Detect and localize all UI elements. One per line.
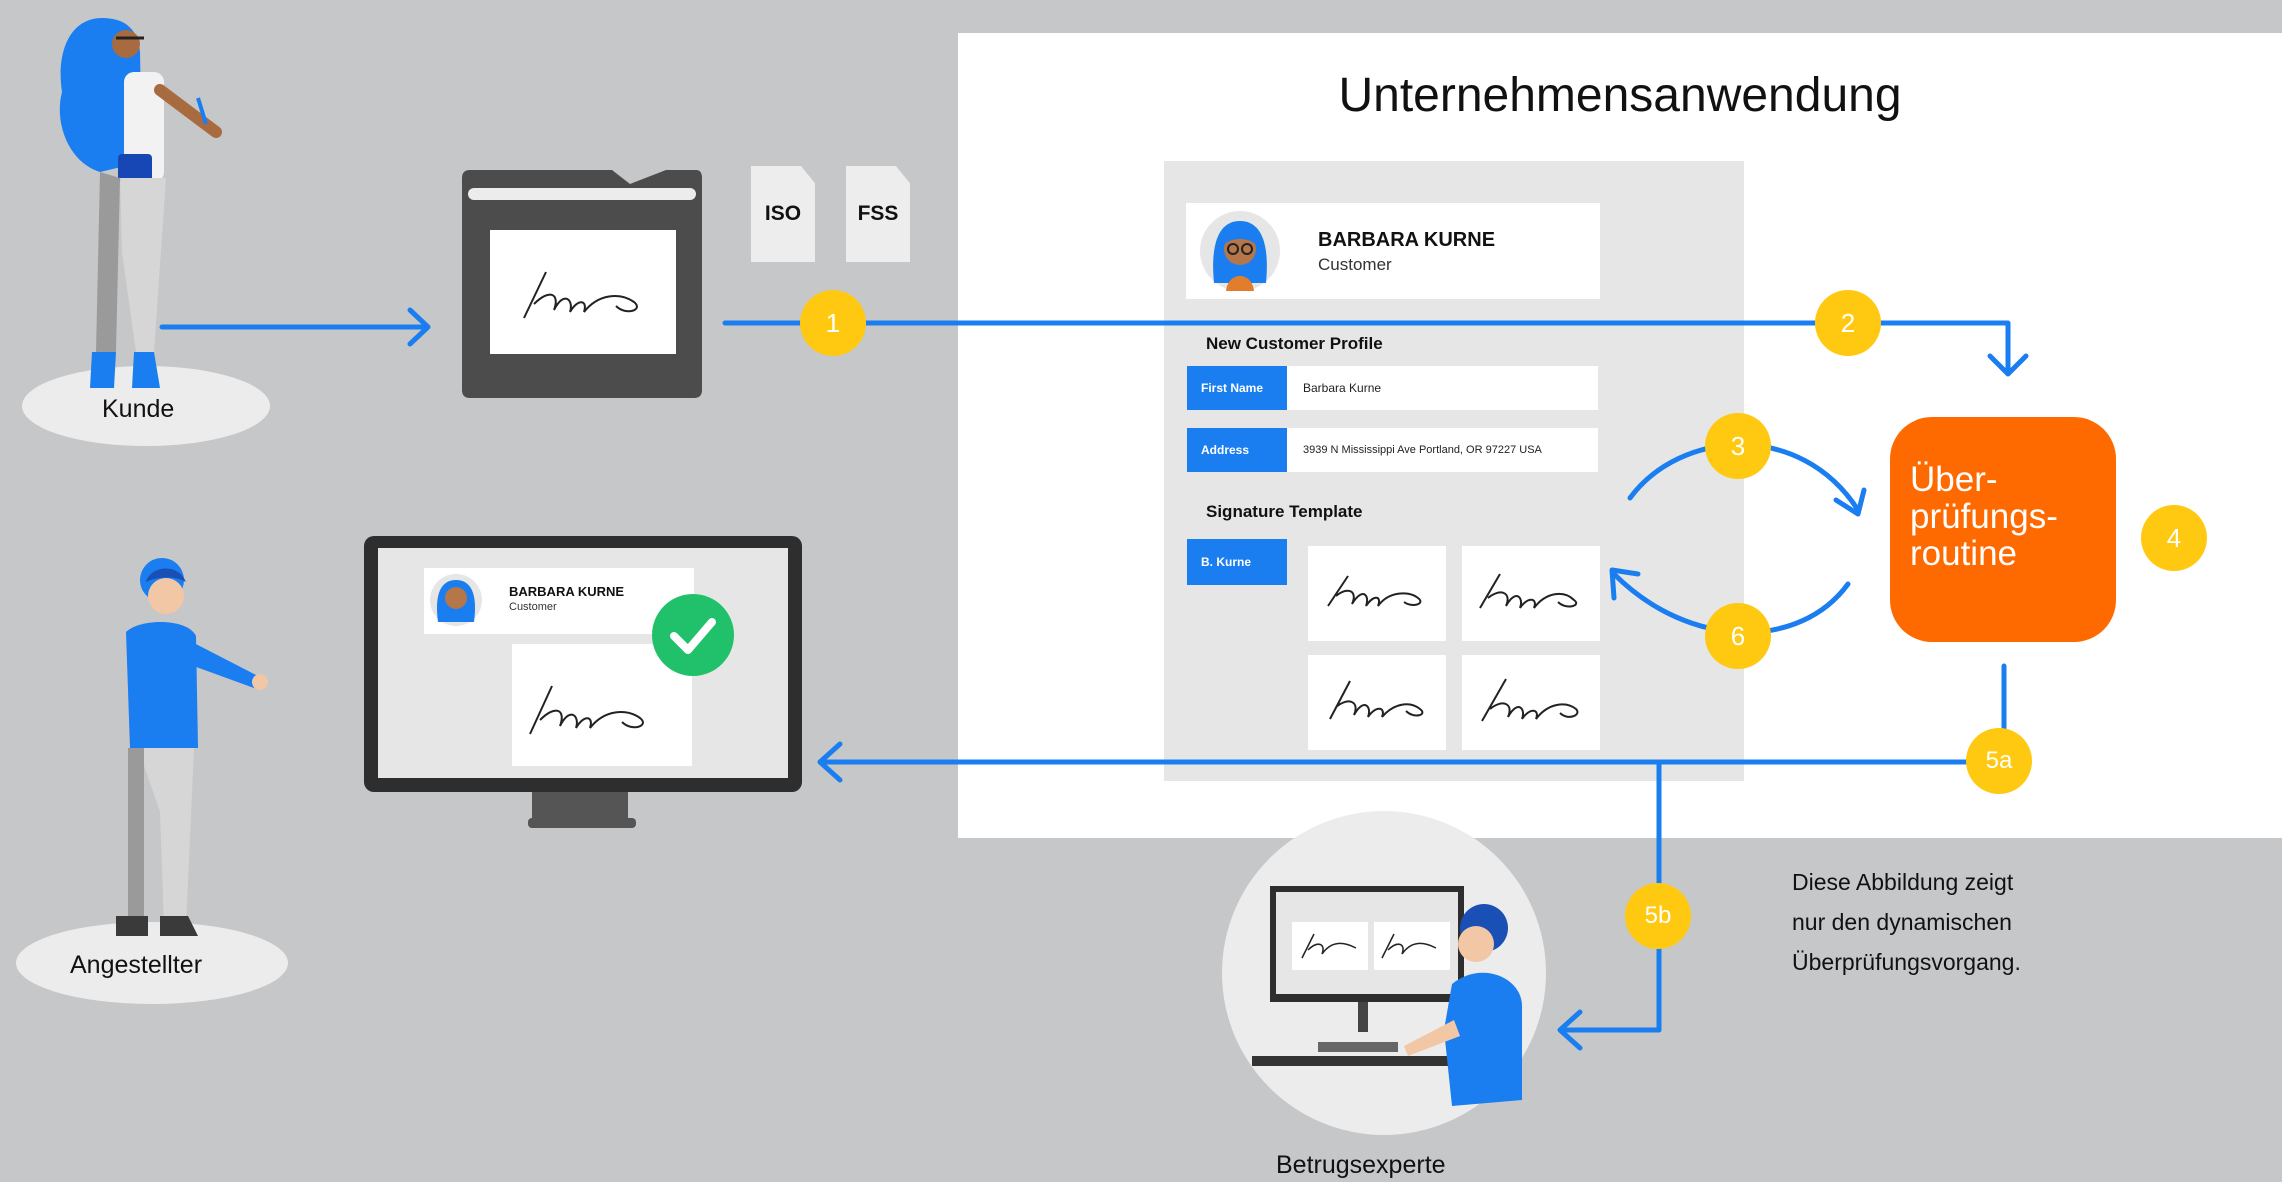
- employee-label: Angestellter: [70, 951, 203, 979]
- step-badge-1: 1: [800, 290, 866, 356]
- expert-label: Betrugsexperte: [1276, 1151, 1446, 1179]
- document-icon-iso: ISO: [751, 166, 815, 262]
- profile-role: Customer: [1318, 255, 1392, 274]
- first-name-field[interactable]: Barbara Kurne: [1287, 366, 1598, 410]
- step-badge-3: 3: [1705, 413, 1771, 479]
- signature-template-2: [1462, 546, 1600, 641]
- arrow-routine-to-expert: [1559, 759, 1662, 1033]
- arrowhead: [1987, 353, 2029, 377]
- person-customer-icon: [59, 18, 222, 388]
- check-icon: [652, 594, 734, 676]
- monitor-profile-name: BARBARA KURNE: [509, 584, 625, 599]
- profile-name: BARBARA KURNE: [1318, 229, 1496, 251]
- document-label-iso: ISO: [764, 202, 802, 225]
- signature-pad-icon: [462, 170, 702, 398]
- profile-header: BARBARA KURNE Customer: [1186, 203, 1600, 299]
- person-employee-icon: [116, 558, 268, 936]
- signature-icon: [1329, 680, 1424, 720]
- monitor-icon: [364, 536, 802, 828]
- note-line-2: nur den dynamischen: [1792, 909, 2012, 935]
- arrowhead: [407, 307, 431, 347]
- signature-icon: [1327, 575, 1422, 607]
- signature-section-title: Signature Template: [1206, 502, 1363, 521]
- note-line-3: Überprüfungsvorgang.: [1792, 949, 2021, 975]
- arrowhead: [1609, 567, 1641, 601]
- signature-icon: [1479, 573, 1577, 609]
- signature-template-1: [1308, 546, 1446, 641]
- signature-template-4: [1462, 655, 1600, 750]
- verification-routine-box: Über- prüfungs- routine: [1890, 417, 2116, 642]
- signature-template-3: [1308, 655, 1446, 750]
- step-badge-2: 2: [1815, 290, 1881, 356]
- routine-line-1: Über-: [1910, 460, 1998, 499]
- fraud-expert-icon: [1222, 811, 1546, 1135]
- routine-line-3: routine: [1910, 534, 2018, 573]
- arrowhead: [1557, 1009, 1583, 1051]
- arrow-routine-to-employee: [819, 663, 2007, 765]
- arrow-pad-to-routine: [722, 320, 2011, 375]
- address-label: Address: [1187, 428, 1287, 472]
- employee-pedestal: [16, 922, 288, 1004]
- signature-icon: [1481, 678, 1579, 722]
- document-icon-fss: FSS: [846, 166, 910, 262]
- monitor-profile-role: Customer: [509, 601, 557, 613]
- step-badge-4: 4: [2141, 505, 2207, 571]
- step-badge-6: 6: [1705, 603, 1771, 669]
- arrowhead: [1833, 487, 1867, 517]
- signature-owner-tag: B. Kurne: [1187, 539, 1287, 585]
- application-title: Unternehmensanwendung: [1338, 69, 1902, 122]
- step-badge-5b: 5b: [1625, 883, 1691, 949]
- arrowhead: [817, 741, 843, 783]
- diagram-note: Diese Abbildung zeigt nur den dynamische…: [1792, 862, 2021, 982]
- step-badge-5a: 5a: [1966, 728, 2032, 794]
- address-field[interactable]: 3939 N Mississippi Ave Portland, OR 9722…: [1287, 428, 1598, 472]
- first-name-label: First Name: [1187, 366, 1287, 410]
- customer-label: Kunde: [102, 395, 175, 423]
- document-label-fss: FSS: [857, 202, 899, 225]
- avatar-icon: [1200, 211, 1280, 291]
- note-line-1: Diese Abbildung zeigt: [1792, 869, 2014, 895]
- profile-section-title: New Customer Profile: [1206, 334, 1383, 353]
- routine-line-2: prüfungs-: [1910, 497, 2058, 536]
